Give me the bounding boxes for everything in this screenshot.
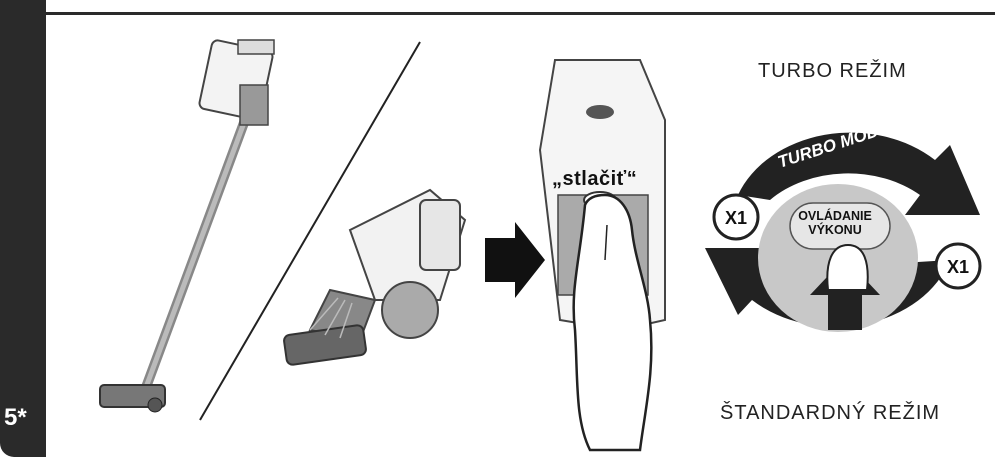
mode-cycle-icon: TURBO MODE STANDARD MODE X1 X1 xyxy=(705,118,982,368)
divider-line xyxy=(199,41,421,421)
standard-mode-label: ŠTANDARDNÝ REŽIM xyxy=(720,402,941,424)
up-arrow-icon xyxy=(810,258,880,330)
frame-corner xyxy=(46,15,76,45)
power-control-line1: OVLÁDANIE xyxy=(798,209,872,223)
x1-left-text: X1 xyxy=(725,208,747,228)
turbo-mode-label: TURBO REŽIM xyxy=(758,60,907,82)
x1-right-text: X1 xyxy=(947,257,969,277)
handheld-vacuum-icon xyxy=(283,188,467,366)
power-control-label: OVLÁDANIE VÝKONU xyxy=(780,209,890,237)
step-sidebar xyxy=(0,0,46,457)
press-label: „stlačiť“ xyxy=(552,168,638,190)
arrow-right-icon xyxy=(485,222,545,298)
step-number: 5* xyxy=(4,404,27,431)
top-border xyxy=(34,12,995,15)
hand-pressing-button-icon xyxy=(538,59,666,452)
stick-vacuum-icon xyxy=(99,39,275,413)
power-control-line2: VÝKONU xyxy=(808,223,862,237)
